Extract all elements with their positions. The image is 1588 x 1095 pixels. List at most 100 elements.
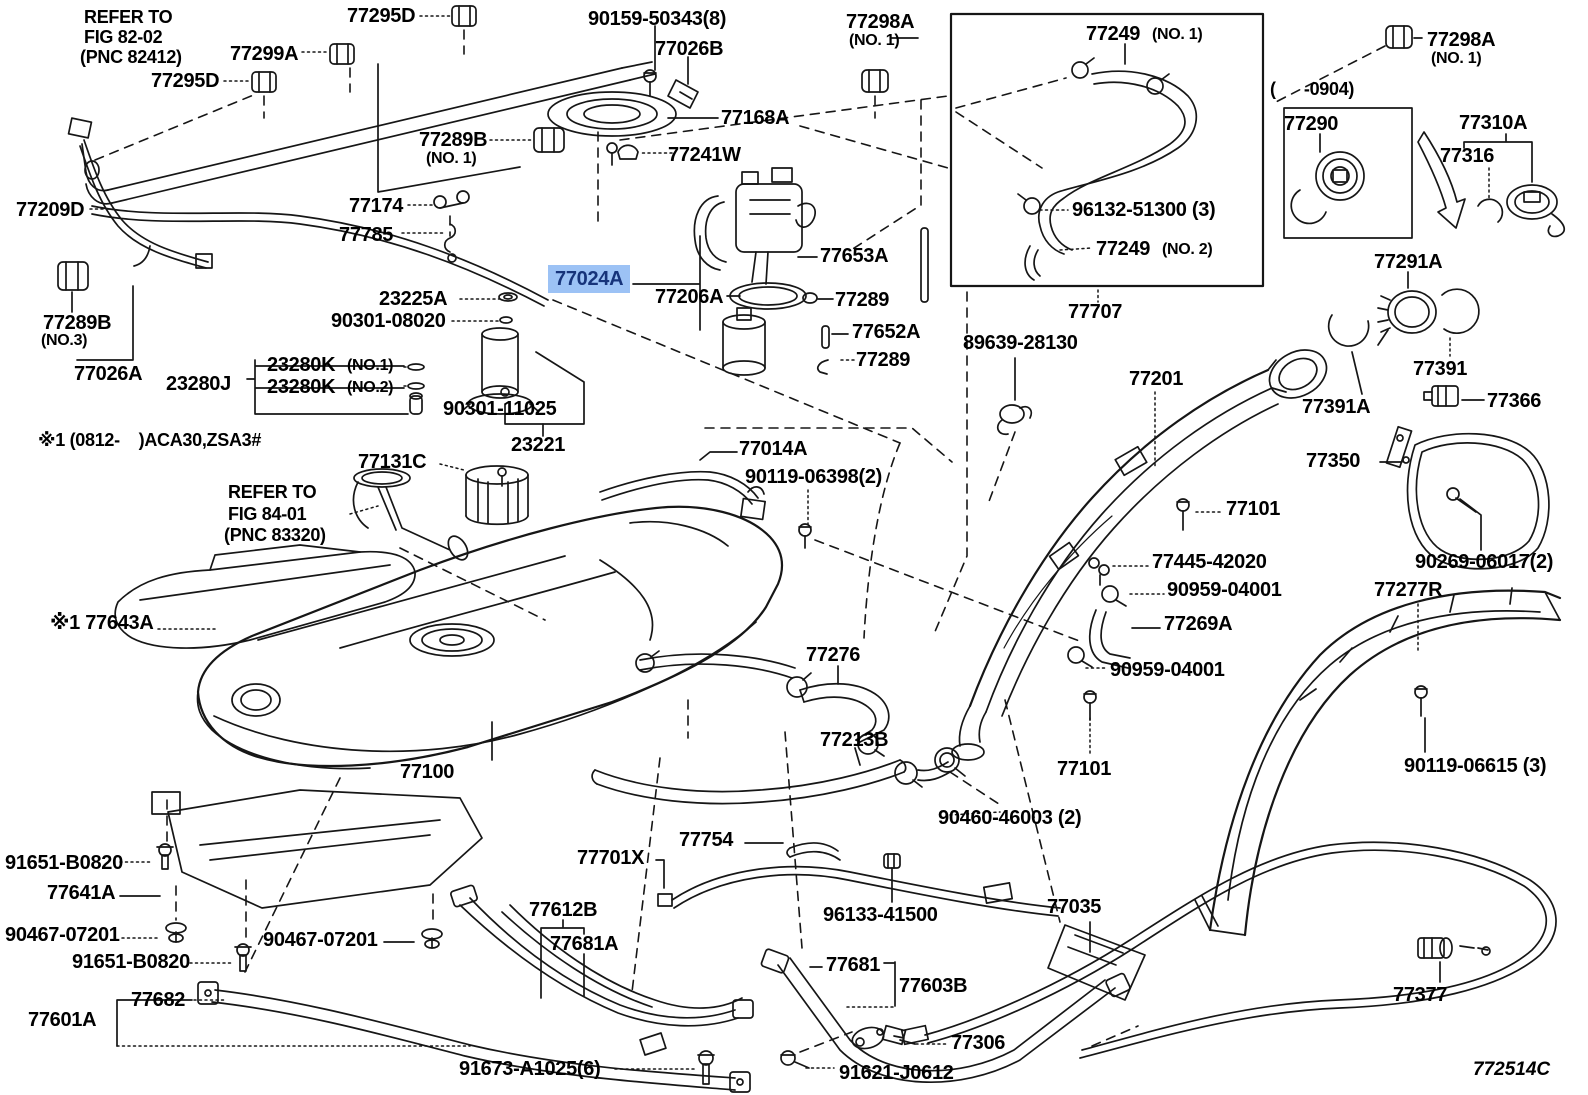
part-label-77289B-18[interactable]: 77289B	[419, 129, 488, 151]
part-label-77276-69[interactable]: 77276	[806, 644, 861, 666]
part-label-77298A-8[interactable]: 77298A	[846, 11, 915, 33]
part-label-77213B-70[interactable]: 77213B	[820, 729, 889, 751]
part-label-77101-91[interactable]: 77101	[1057, 758, 1112, 780]
part-label-77366-50[interactable]: 77366	[1487, 390, 1542, 412]
part-label-77681-85[interactable]: 77681	[826, 954, 881, 976]
part-label-77295D-3[interactable]: 77295D	[347, 5, 416, 27]
part-label-77681A-80[interactable]: 77681A	[550, 933, 619, 955]
part-label-77299A-4[interactable]: 77299A	[230, 43, 299, 65]
part-label-23280K-34[interactable]: 23280K	[267, 354, 336, 376]
part-label-91651B0820-72[interactable]: 91651-B0820	[5, 852, 123, 874]
part-label-77785-24[interactable]: 77785	[339, 224, 394, 246]
part-label-9095904001-67[interactable]: 90959-04001	[1110, 659, 1225, 681]
part-label-77206A-40[interactable]: 77206A	[655, 286, 724, 308]
part-label-NO1-19: (NO. 1)	[426, 150, 477, 167]
part-label-90460460032-89[interactable]: 90460-46003 (2)	[938, 807, 1082, 829]
part-label-77201-47[interactable]: 77201	[1129, 368, 1184, 390]
part-label-77612B-79[interactable]: 77612B	[529, 899, 598, 921]
tank-protector-art	[114, 544, 416, 649]
note-PNC83320-58: (PNC 83320)	[224, 525, 326, 545]
part-label-77035-90[interactable]: 77035	[1047, 896, 1102, 918]
note-FIG8202-1: FIG 82-02	[84, 27, 163, 47]
part-label-77291A-28[interactable]: 77291A	[1374, 251, 1443, 273]
note-PNC82412-2: (PNC 82412)	[80, 47, 182, 67]
part-label-77277R-63[interactable]: 77277R	[1374, 579, 1443, 601]
part-label-77241W-21[interactable]: 77241W	[668, 144, 741, 166]
part-label-8963928130-46[interactable]: 89639-28130	[963, 332, 1078, 354]
part-label-177643A-68[interactable]: ※1 77643A	[50, 612, 154, 634]
part-label-77682-77[interactable]: 77682	[131, 989, 186, 1011]
figure-code: 772514C	[1473, 1059, 1551, 1080]
part-label-23280J-36[interactable]: 23280J	[166, 373, 231, 395]
part-label-77350-51[interactable]: 77350	[1306, 450, 1361, 472]
part-label-77014A-59[interactable]: 77014A	[739, 438, 808, 460]
note-FIG8401-57: FIG 84-01	[228, 504, 307, 524]
part-label-77298A-12[interactable]: 77298A	[1427, 29, 1496, 51]
part-label-90269060172-62[interactable]: 90269-06017(2)	[1415, 551, 1554, 573]
sender-small-parts-art	[246, 292, 585, 487]
fuel-cap-parts-art	[1290, 131, 1566, 570]
part-label-77391A-48[interactable]: 77391A	[1302, 396, 1371, 418]
part-label-9046707201-75[interactable]: 90467-07201	[263, 929, 378, 951]
part-label-77249-10[interactable]: 77249	[1086, 23, 1141, 45]
part-label-7744542020-64[interactable]: 77445-42020	[1152, 551, 1267, 573]
part-label-77391-49[interactable]: 77391	[1413, 358, 1468, 380]
part-label-9095904001-65[interactable]: 90959-04001	[1167, 579, 1282, 601]
part-label-77653A-41[interactable]: 77653A	[820, 245, 889, 267]
dashed-relation-lines	[94, 29, 1386, 1053]
part-label-77295D-5[interactable]: 77295D	[151, 70, 220, 92]
part-label-77603B-86[interactable]: 77603B	[899, 975, 968, 997]
selected-part-label-77024A-39[interactable]: 77024A	[548, 265, 631, 293]
fuel-tank-art	[196, 505, 784, 770]
part-label-77316-17[interactable]: 77316	[1440, 145, 1495, 167]
part-label-91651B0820-76[interactable]: 91651-B0820	[72, 951, 190, 973]
part-label-23221-53[interactable]: 23221	[511, 434, 566, 456]
part-label-77377-93[interactable]: 77377	[1393, 984, 1448, 1006]
part-label-90119063982-60[interactable]: 90119-06398(2)	[745, 466, 883, 488]
part-label-77310A-16[interactable]: 77310A	[1459, 112, 1528, 134]
part-label-90119066153-92[interactable]: 90119-06615 (3)	[1404, 755, 1547, 777]
part-label-77174-23[interactable]: 77174	[349, 195, 404, 217]
part-label-9613341500-84[interactable]: 96133-41500	[823, 904, 938, 926]
part-label-91673A10256-81[interactable]: 91673-A1025(6)	[459, 1058, 601, 1080]
fuel-pump-assembly-art	[547, 91, 929, 376]
filler-pipe-art	[917, 349, 1328, 782]
tank-shield-art	[151, 789, 483, 972]
part-label-77026A-31[interactable]: 77026A	[74, 363, 143, 385]
part-label-NO1-13: (NO. 1)	[1431, 50, 1482, 67]
part-label-9030108020-33[interactable]: 90301-08020	[331, 310, 446, 332]
fender-liner-art	[1194, 587, 1562, 937]
note-REFERTO-0: REFER TO	[84, 7, 173, 27]
part-label-90159503438-6[interactable]: 90159-50343(8)	[588, 8, 727, 30]
part-label-77641A-73[interactable]: 77641A	[47, 882, 116, 904]
part-label-77249-26[interactable]: 77249	[1096, 238, 1151, 260]
breather-hoses-art	[591, 650, 1061, 917]
part-label-77306-87[interactable]: 77306	[951, 1032, 1006, 1054]
part-label-77289B-29[interactable]: 77289B	[43, 312, 112, 334]
part-label-77652A-43[interactable]: 77652A	[852, 321, 921, 343]
part-label-77168A-20[interactable]: 77168A	[721, 107, 790, 129]
part-label-77100-71[interactable]: 77100	[400, 761, 455, 783]
part-label-23280K-37[interactable]: 23280K	[267, 376, 336, 398]
part-label-96132513003-25[interactable]: 96132-51300 (3)	[1072, 199, 1216, 221]
part-label-91621J0612-88[interactable]: 91621-J0612	[839, 1062, 954, 1084]
part-label-77101-61[interactable]: 77101	[1226, 498, 1281, 520]
part-label-9046707201-74[interactable]: 90467-07201	[5, 924, 120, 946]
part-label-77707-45[interactable]: 77707	[1068, 301, 1123, 323]
part-label-77131C-55[interactable]: 77131C	[358, 451, 427, 473]
part-label-77701X-83[interactable]: 77701X	[577, 847, 645, 869]
part-label-77269A-66[interactable]: 77269A	[1164, 613, 1233, 635]
box-77290	[1283, 107, 1413, 239]
part-label-77026B-7[interactable]: 77026B	[655, 38, 724, 60]
note-10812ACA30ZSA3-54: ※1 (0812- )ACA30,ZSA3#	[38, 430, 262, 450]
part-label-23225A-32[interactable]: 23225A	[379, 288, 448, 310]
part-label-77754-82[interactable]: 77754	[679, 829, 734, 851]
part-label-77289-42[interactable]: 77289	[835, 289, 890, 311]
vent-tube-art	[599, 470, 812, 549]
part-label-77289-44[interactable]: 77289	[856, 349, 911, 371]
part-label-77209D-22[interactable]: 77209D	[16, 199, 85, 221]
part-label-77290-15[interactable]: 77290	[1284, 113, 1339, 135]
part-label-9030111025-52[interactable]: 90301-11025	[443, 398, 557, 420]
part-label-77601A-78[interactable]: 77601A	[28, 1009, 97, 1031]
